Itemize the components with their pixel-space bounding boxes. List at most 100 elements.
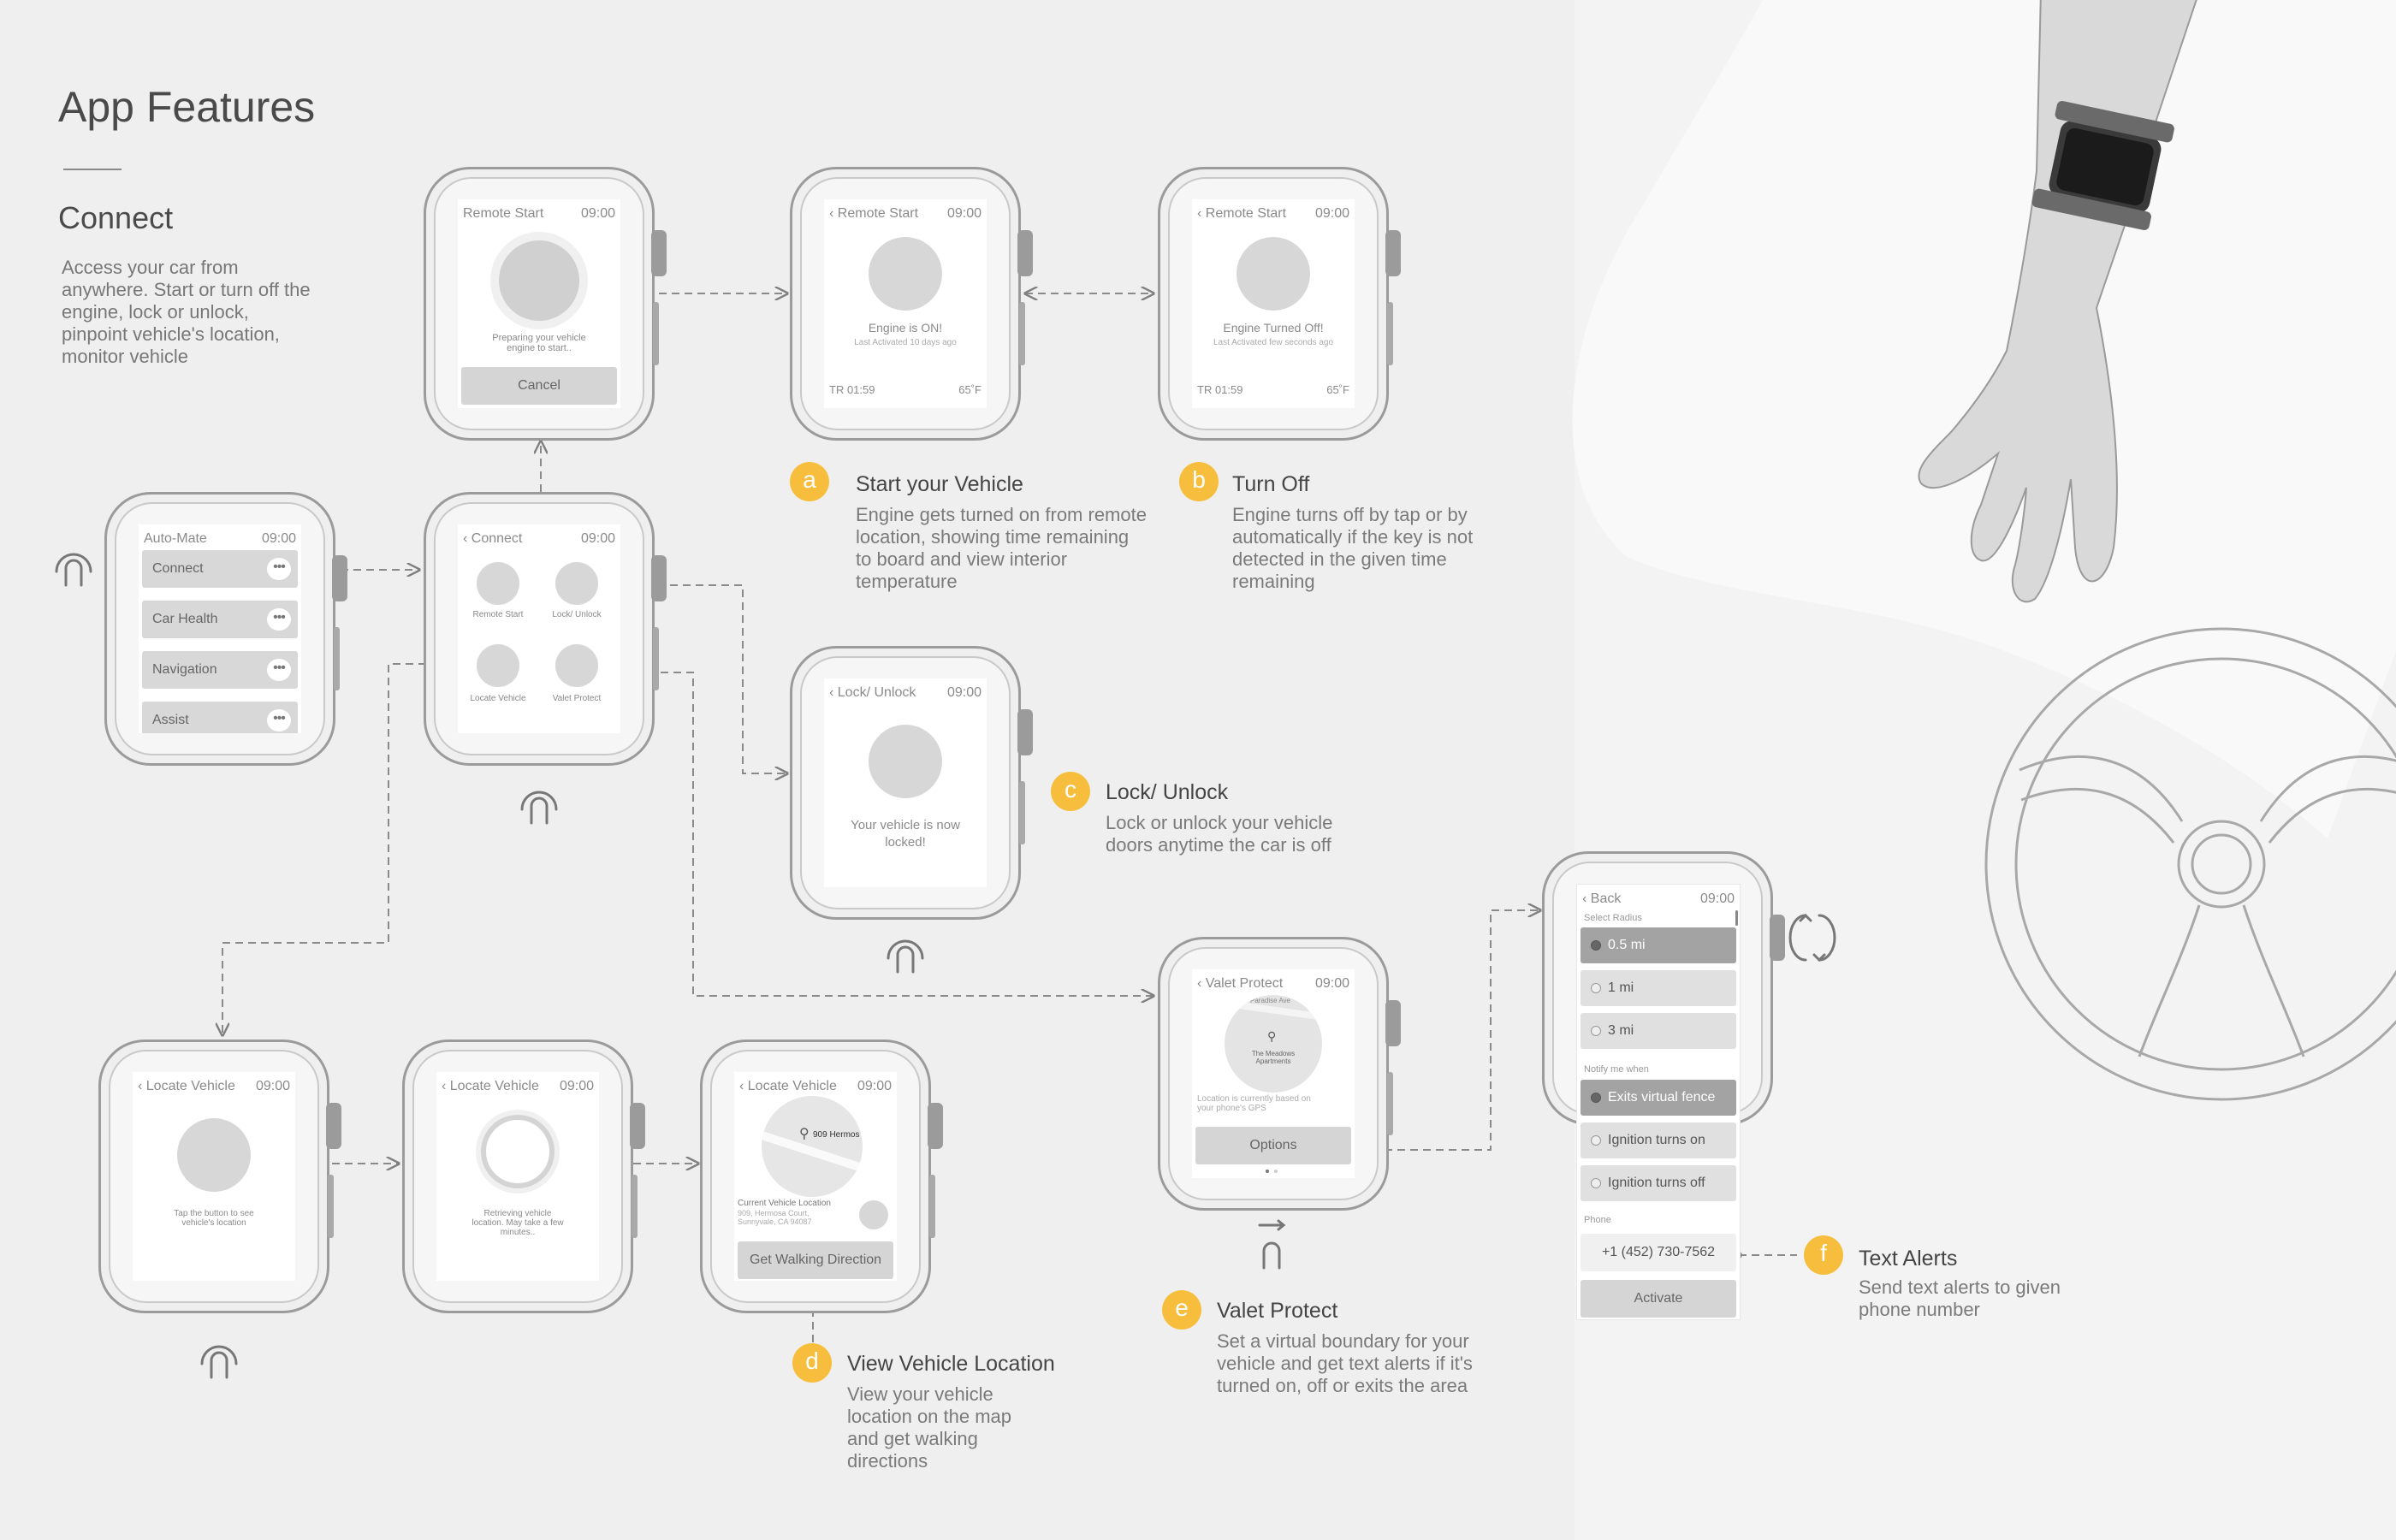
menu-item-navigation[interactable]: Navigation••• xyxy=(142,651,298,689)
digital-crown[interactable] xyxy=(1385,230,1401,276)
interior-temperature: 65˚F xyxy=(1326,383,1349,396)
locate-button[interactable] xyxy=(177,1118,251,1192)
radius-option-1mi[interactable]: 1 mi xyxy=(1581,970,1736,1006)
activate-button[interactable]: Activate xyxy=(1581,1280,1736,1318)
chevron-left-icon: ‹ xyxy=(442,1079,447,1093)
side-button[interactable] xyxy=(328,1175,334,1238)
chevron-left-icon: ‹ xyxy=(1197,976,1202,991)
clock: 09:00 xyxy=(946,206,982,221)
screen-title[interactable]: ‹ Remote Start xyxy=(1197,206,1286,222)
side-button[interactable] xyxy=(929,1175,935,1238)
engine-status-indicator[interactable] xyxy=(1237,237,1310,311)
feature-badge-e: e xyxy=(1162,1290,1201,1330)
valet-map[interactable]: Paradise Ave ⚲ The Meadows Apartments xyxy=(1225,995,1322,1093)
clock: 09:00 xyxy=(559,1079,594,1093)
menu-item-assist[interactable]: Assist••• xyxy=(142,702,298,733)
feature-desc-e: Set a virtual boundary for your vehicle … xyxy=(1217,1330,1473,1396)
back-label: Back xyxy=(1590,891,1622,906)
valet-protect-label: Valet Protect xyxy=(552,694,602,703)
cancel-button[interactable]: Cancel xyxy=(461,367,617,405)
radio-icon xyxy=(1591,1135,1601,1146)
digital-crown[interactable] xyxy=(928,1103,943,1149)
screen-title[interactable]: ‹ Lock/ Unlock xyxy=(829,685,916,701)
side-button[interactable] xyxy=(334,627,340,690)
clock: 09:00 xyxy=(857,1079,892,1093)
menu-item-connect[interactable]: Connect••• xyxy=(142,550,298,588)
lock-status-indicator[interactable] xyxy=(869,725,942,798)
back-button[interactable]: ‹ Back xyxy=(1582,891,1621,907)
digital-crown[interactable] xyxy=(326,1103,341,1149)
locate-vehicle-icon[interactable] xyxy=(477,644,519,687)
screen-title[interactable]: ‹ Connect xyxy=(463,531,522,547)
feature-desc-c: Lock or unlock your vehicle doors anytim… xyxy=(1106,812,1333,856)
notify-option-ignition-on[interactable]: Ignition turns on xyxy=(1581,1122,1736,1158)
map-pin-icon: ⚲ xyxy=(1267,1029,1277,1043)
location-address-line2: Sunnyvale, CA 94087 xyxy=(738,1217,812,1226)
more-icon[interactable]: ••• xyxy=(267,608,291,631)
digital-crown[interactable] xyxy=(630,1103,645,1149)
rotate-crown-icon xyxy=(1788,913,1836,962)
digital-crown[interactable] xyxy=(651,230,667,276)
get-walking-direction-button[interactable]: Get Walking Direction xyxy=(738,1241,893,1279)
more-icon[interactable]: ••• xyxy=(267,709,291,732)
screen-title[interactable]: ‹ Locate Vehicle xyxy=(442,1079,539,1094)
side-button[interactable] xyxy=(653,302,659,365)
map-place-label: The Meadows Apartments xyxy=(1251,1050,1296,1065)
feature-desc-b: Engine turns off by tap or by automatica… xyxy=(1232,504,1474,592)
digital-crown[interactable] xyxy=(651,555,667,601)
screen-title[interactable]: ‹ Locate Vehicle xyxy=(739,1079,837,1094)
side-button[interactable] xyxy=(632,1175,638,1238)
digital-crown[interactable] xyxy=(1770,915,1785,961)
option-label: Exits virtual fence xyxy=(1608,1090,1716,1105)
lock-unlock-icon[interactable] xyxy=(555,562,598,605)
status-text: Tap the button to see vehicle's location xyxy=(174,1209,254,1228)
option-label: Ignition turns off xyxy=(1608,1176,1705,1190)
tap-gesture-icon xyxy=(887,939,924,974)
vehicle-map[interactable]: ⚲ 909 Hermos xyxy=(762,1096,863,1197)
valet-protect-icon[interactable] xyxy=(555,644,598,687)
hand-illustration xyxy=(1918,0,2197,603)
remote-start-icon[interactable] xyxy=(477,562,519,605)
notify-option-ignition-off[interactable]: Ignition turns off xyxy=(1581,1165,1736,1201)
side-button[interactable] xyxy=(1387,302,1393,365)
digital-crown[interactable] xyxy=(1017,709,1033,755)
time-remaining: TR 01:59 xyxy=(1197,383,1243,396)
map-street-label: Paradise Ave xyxy=(1250,997,1290,1004)
radius-option-3mi[interactable]: 3 mi xyxy=(1581,1013,1736,1049)
notify-section-label: Notify me when xyxy=(1584,1064,1649,1075)
more-icon[interactable]: ••• xyxy=(267,558,291,580)
chevron-left-icon: ‹ xyxy=(1582,891,1587,906)
side-button[interactable] xyxy=(1387,1072,1393,1135)
menu-item-car-health[interactable]: Car Health ••• xyxy=(142,601,298,638)
digital-crown[interactable] xyxy=(1017,230,1033,276)
radio-icon xyxy=(1591,1093,1601,1103)
map-pin-label: 909 Hermos xyxy=(813,1130,860,1140)
side-button[interactable] xyxy=(653,627,659,690)
screen-title[interactable]: ‹ Locate Vehicle xyxy=(138,1079,235,1094)
digital-crown[interactable] xyxy=(1385,1000,1401,1046)
side-button[interactable] xyxy=(1019,781,1025,844)
scrollbar[interactable] xyxy=(1735,910,1738,926)
side-button[interactable] xyxy=(1019,302,1025,365)
menu-item-label: Car Health xyxy=(152,612,218,626)
feature-title-f: Text Alerts xyxy=(1859,1247,1958,1270)
feature-desc-a: Engine gets turned on from remote locati… xyxy=(856,504,1147,592)
screen-title[interactable]: ‹ Remote Start xyxy=(829,206,918,222)
option-label: 0.5 mi xyxy=(1608,938,1646,952)
radius-option-0-5mi[interactable]: 0.5 mi xyxy=(1581,927,1736,963)
engine-status-indicator[interactable] xyxy=(869,237,942,311)
clock: 09:00 xyxy=(1314,976,1349,991)
more-icon[interactable]: ••• xyxy=(267,659,291,681)
notify-option-exits-fence[interactable]: Exits virtual fence xyxy=(1581,1080,1736,1116)
chevron-left-icon: ‹ xyxy=(829,206,834,221)
recenter-button[interactable] xyxy=(859,1200,888,1229)
options-button[interactable]: Options xyxy=(1195,1127,1351,1164)
phone-field[interactable]: +1 (452) 730-7562 xyxy=(1581,1234,1736,1271)
digital-crown[interactable] xyxy=(332,555,347,601)
tap-gesture-icon xyxy=(520,791,558,825)
screen-title[interactable]: ‹ Valet Protect xyxy=(1197,976,1283,992)
